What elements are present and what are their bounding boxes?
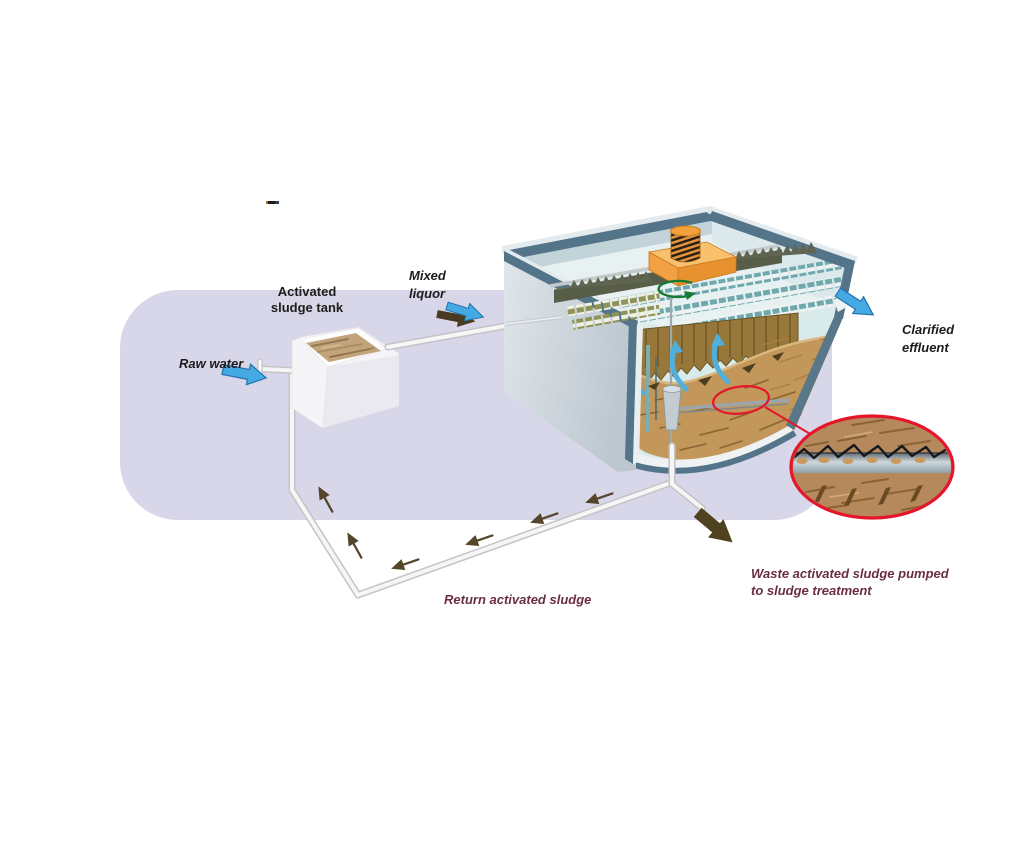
underflow-pipes [668,442,706,512]
activated-sludge-tank-label-line1: Activated [277,284,337,299]
mixed-liquor-label-line2: liquor [409,286,446,301]
scraper-highlight-ellipse [712,385,770,415]
activated-sludge-tank-label-line2: sludge tank [270,300,344,315]
waste-activated-sludge-label: Waste activated sludge pumped to sludge … [751,565,949,599]
mixed-liquor-label-line1: Mixed [409,268,446,283]
scraper-mechanism [662,296,791,452]
floc-marks [648,352,784,390]
waste-activated-sludge-label-line1: Waste activated sludge pumped [751,566,949,581]
waste-activated-sludge-label-line2: to sludge treatment [751,583,872,598]
clarified-effluent-label-line2: effluent [902,340,949,355]
stray-dash-mark [266,201,279,204]
mixed-liquor-arrow-blue [445,301,485,322]
waste-sludge-arrow [693,507,733,543]
activated-sludge-tank-graphic [291,322,509,429]
raw-water-label: Raw water [179,356,244,371]
magnified-inset [789,414,955,520]
clarified-effluent-label: Clarified effluent [902,321,954,357]
raw-water-arrow [221,363,268,386]
mixed-liquor-arrows [436,301,485,328]
rotation-arrow-icon [657,279,696,300]
mixed-liquor-label: Mixed liquor [409,267,446,303]
clarified-effluent-label-line1: Clarified [902,322,955,337]
motor-graphic [647,225,738,287]
sludge-scraper-callout [764,406,955,520]
return-flow-arrows [318,486,614,571]
activated-sludge-tank-label: Activated sludge tank [247,284,367,316]
return-activated-sludge-label: Return activated sludge [444,592,592,607]
clarified-effluent-arrow [834,287,875,316]
